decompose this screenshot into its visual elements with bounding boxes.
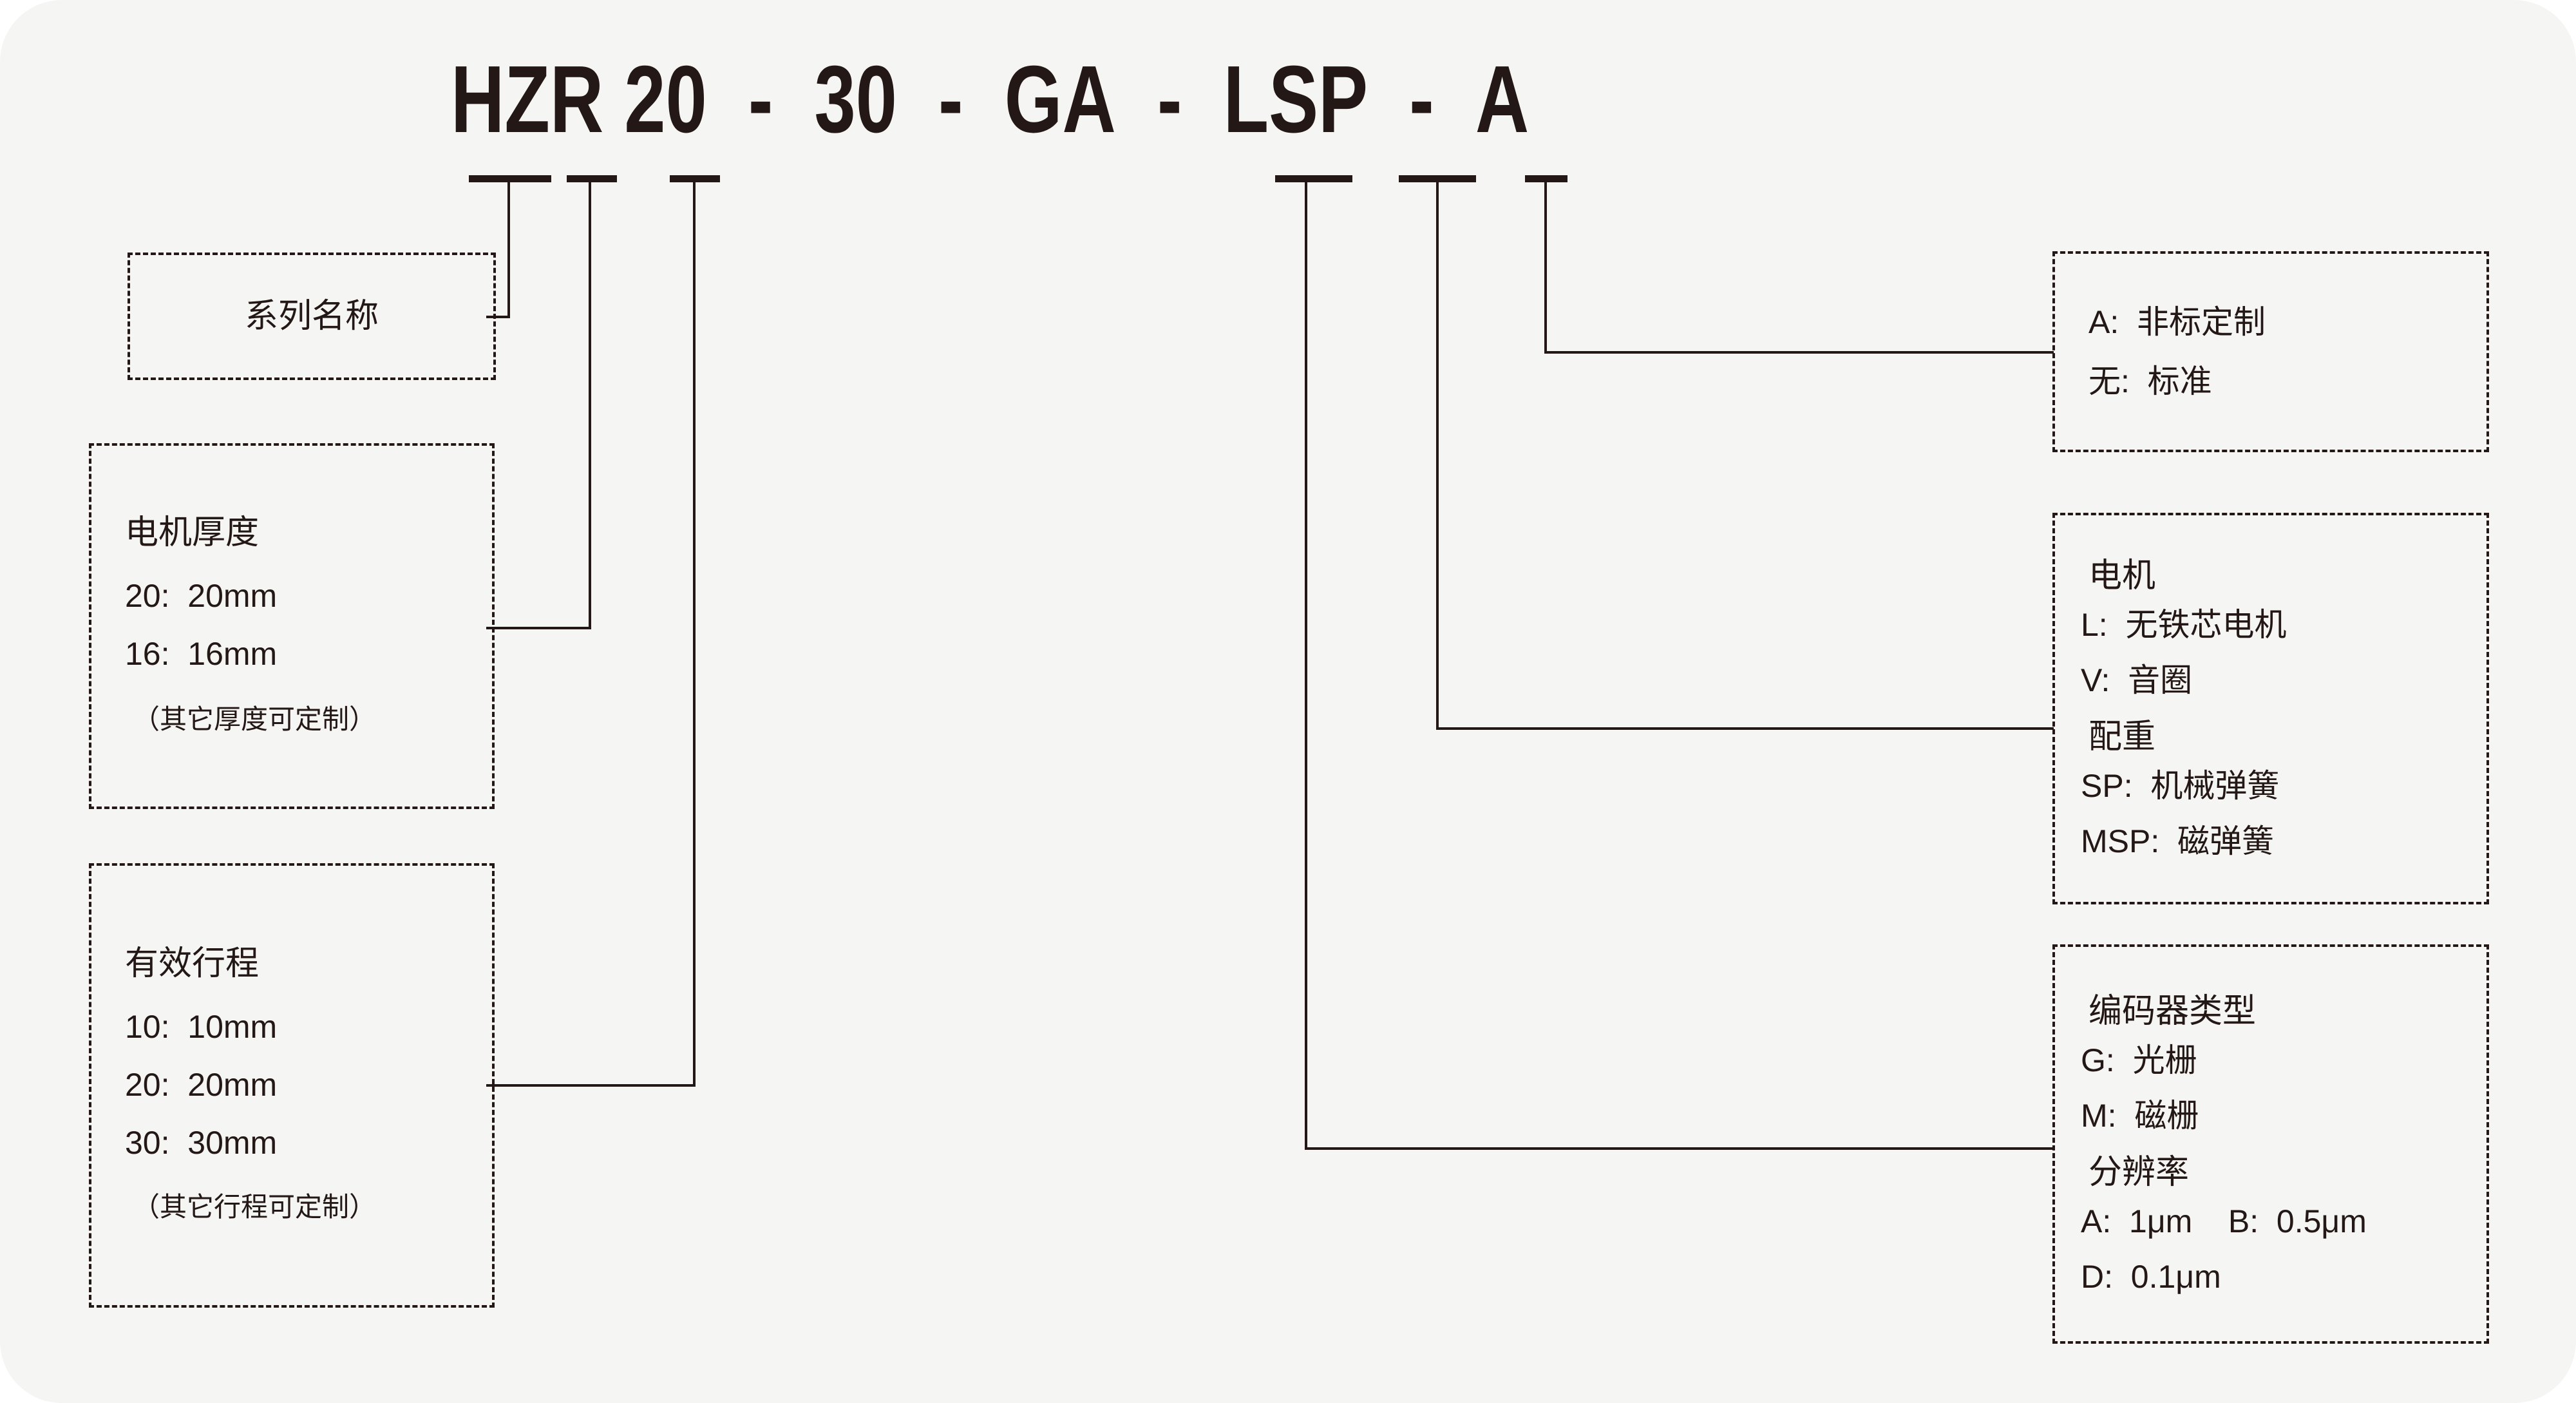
leader-series-vertical <box>507 178 510 318</box>
code-separator-3: - <box>1157 46 1182 153</box>
leader-stroke-vertical <box>693 178 696 1087</box>
series-name-label: 系列名称 <box>244 298 379 335</box>
code-segment-thickness: 20 <box>624 46 707 153</box>
code-segment-stroke: 30 <box>814 46 897 153</box>
resolution-opt-a-b: A: 1μm B: 0.5μm <box>2081 1203 2367 1239</box>
motor-thickness-opt-20: 20: 20mm <box>125 578 278 614</box>
code-segment-encoder: GA <box>1004 46 1116 153</box>
motor-opt-l: L: 无铁芯电机 <box>2081 607 2287 643</box>
leader-thickness-horizontal <box>486 627 591 629</box>
effective-stroke-opt-30: 30: 30mm <box>125 1125 278 1161</box>
box-series-name: 系列名称 <box>128 253 496 380</box>
box-encoder-and-resolution: 编码器类型 G: 光栅 M: 磁栅 分辨率 A: 1μm B: 0.5μm D:… <box>2052 944 2489 1344</box>
customization-opt-none: 无: 标准 <box>2088 363 2212 399</box>
leader-series-horizontal <box>486 316 510 318</box>
code-separator-2: - <box>938 46 963 153</box>
resolution-group-title: 分辨率 <box>2088 1154 2190 1191</box>
box-motor-thickness: 电机厚度 20: 20mm 16: 16mm （其它厚度可定制） <box>89 443 495 809</box>
effective-stroke-opt-10: 10: 10mm <box>125 1009 278 1045</box>
encoder-group-title: 编码器类型 <box>2088 993 2257 1030</box>
effective-stroke-title: 有效行程 <box>125 945 260 982</box>
encoder-opt-g: G: 光栅 <box>2081 1042 2197 1078</box>
motor-opt-v: V: 音圈 <box>2081 662 2193 698</box>
leader-motor-vertical <box>1436 178 1439 730</box>
encoder-opt-m: M: 磁栅 <box>2081 1098 2199 1134</box>
code-segment-series: HZR <box>451 46 604 153</box>
code-segment-custom: A <box>1475 46 1530 153</box>
resolution-opt-d: D: 0.1μm <box>2081 1259 2221 1295</box>
motor-thickness-note: （其它厚度可定制） <box>133 704 377 734</box>
effective-stroke-opt-20: 20: 20mm <box>125 1067 278 1103</box>
motor-thickness-opt-16: 16: 16mm <box>125 636 278 672</box>
underline-bar-encoder <box>1275 175 1352 182</box>
balance-opt-msp: MSP: 磁弹簧 <box>2081 823 2275 859</box>
underline-bar-thickness <box>567 175 617 182</box>
code-separator-1: - <box>748 46 773 153</box>
model-code-title: HZR 20 - 30 - GA - LSP - A <box>451 45 1529 174</box>
balance-group-title: 配重 <box>2088 718 2156 756</box>
leader-stroke-horizontal <box>486 1084 696 1087</box>
customization-opt-a: A: 非标定制 <box>2088 304 2266 340</box>
leader-encoder-vertical <box>1305 178 1307 1150</box>
leader-custom-horizontal <box>1544 351 2054 354</box>
balance-opt-sp: SP: 机械弹簧 <box>2081 768 2280 804</box>
code-separator-4: - <box>1409 46 1434 153</box>
leader-encoder-horizontal <box>1305 1147 2054 1150</box>
box-customization: A: 非标定制 无: 标准 <box>2052 251 2489 452</box>
leader-custom-vertical <box>1544 178 1547 352</box>
leader-thickness-vertical <box>589 178 591 629</box>
effective-stroke-note: （其它行程可定制） <box>133 1192 377 1222</box>
box-motor-and-balance: 电机 L: 无铁芯电机 V: 音圈 配重 SP: 机械弹簧 MSP: 磁弹簧 <box>2052 513 2489 904</box>
leader-motor-horizontal <box>1436 727 2054 730</box>
code-segment-motor: LSP <box>1223 46 1368 153</box>
underline-bar-series <box>469 175 551 182</box>
motor-thickness-title: 电机厚度 <box>125 514 260 551</box>
motor-group-title: 电机 <box>2088 557 2156 595</box>
box-effective-stroke: 有效行程 10: 10mm 20: 20mm 30: 30mm （其它行程可定制… <box>89 863 495 1308</box>
